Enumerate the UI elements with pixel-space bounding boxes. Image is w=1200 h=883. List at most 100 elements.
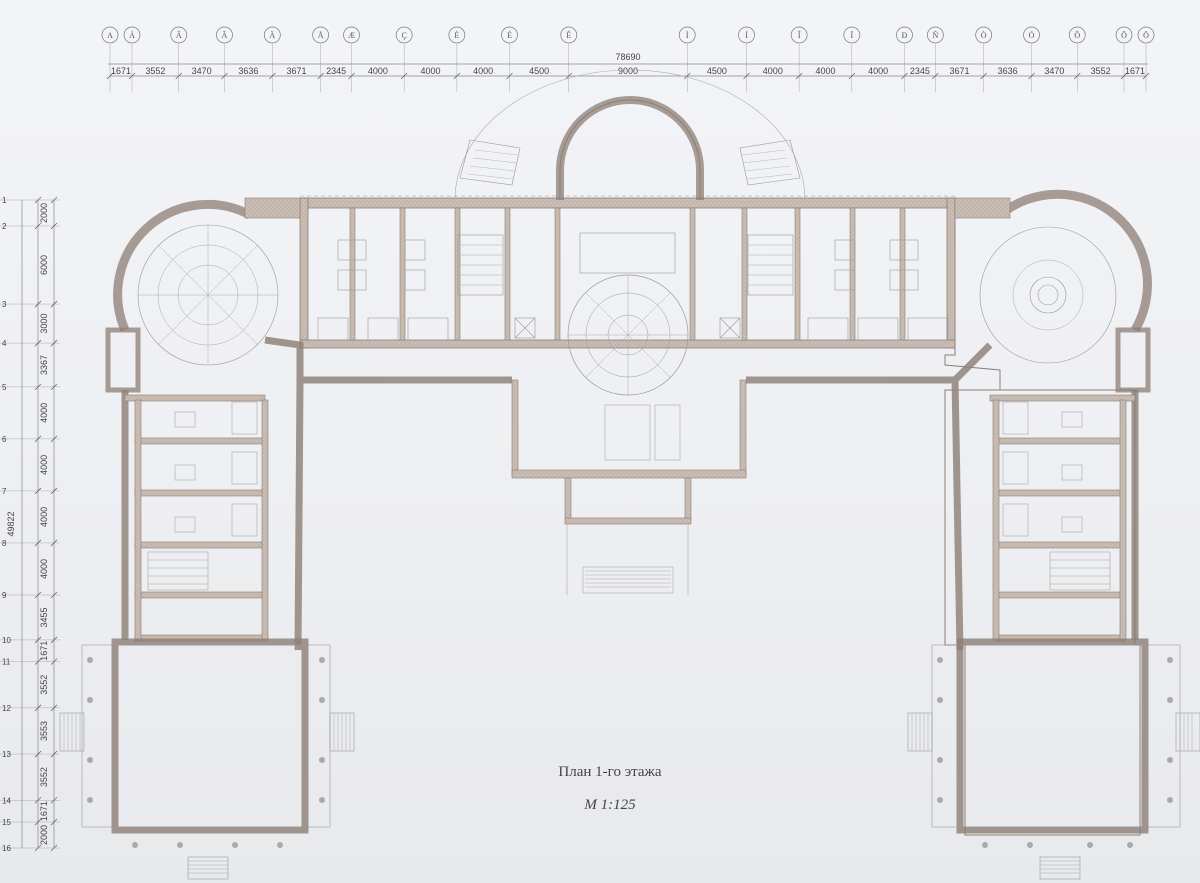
overall-dimension-lines (21, 63, 1148, 848)
row-dimension-value: 4000 (39, 455, 49, 475)
column-axis-label: Ð (902, 31, 908, 40)
column-axis-label: Ê (566, 30, 571, 40)
column-axis-label: Ä (269, 31, 275, 40)
column-dimension-value: 1671 (111, 66, 131, 76)
right-wing-rooms (989, 394, 1136, 642)
column-dimension-value: 3470 (1044, 66, 1064, 76)
column-axis-bubble (448, 26, 466, 44)
column-axis-label: É (507, 30, 512, 40)
row-axis-label: 6 (2, 435, 7, 444)
column-axis-label: Ô (1074, 30, 1080, 40)
column-axis-label: È (454, 30, 459, 40)
column-dimension-value: 3671 (950, 66, 970, 76)
row-axis-label: 3 (2, 300, 7, 309)
row-axis-label: 13 (2, 750, 11, 759)
row-axis-label: 7 (2, 487, 7, 496)
column-axis-label: Ö (1143, 31, 1149, 40)
row-axis-label: 14 (2, 796, 11, 805)
row-dimension-value: 3552 (39, 767, 49, 787)
column-dimension-chain: 1671 3552 3470 3636 3671 2345 4000 4000 4000 4500… (106, 66, 1150, 80)
column-axis-bubble (927, 26, 944, 44)
column-axis-label: Ï (850, 31, 853, 40)
courtyard-walls (121, 336, 1139, 651)
column-axis-label: Í (745, 30, 748, 40)
row-axis-label: 4 (2, 339, 7, 348)
row-dimension-value: 4000 (39, 559, 49, 579)
column-axis-label: Å (318, 31, 324, 40)
column-dimension-value: 2345 (910, 66, 930, 76)
column-axis-bubble (1068, 26, 1086, 44)
column-axis-label: Î (798, 30, 801, 40)
plan-title: План 1-го этажа (558, 764, 662, 780)
title-block: План 1-го этажа М 1:125 (540, 764, 680, 814)
column-dimension-value: 3636 (998, 66, 1018, 76)
column-axis-label: Ã (222, 30, 228, 40)
row-dimension-value: 3552 (39, 675, 49, 695)
column-axis-label: Ì (686, 30, 689, 40)
left-wing-rooms (124, 394, 269, 642)
left-round-hall (105, 197, 301, 393)
column-axis-label: Á (129, 30, 135, 40)
row-axis-label: 16 (2, 844, 11, 853)
row-axis-label: 2 (2, 222, 7, 231)
column-dimension-value: 3552 (145, 66, 165, 76)
right-round-hall (954, 189, 1153, 393)
column-axis-label: Ç (402, 31, 407, 40)
row-dimension-value: 1671 (39, 641, 49, 661)
overall-depth-label: 49822 (6, 511, 16, 536)
column-axis-bubble (170, 26, 188, 44)
row-axis-label: 9 (2, 591, 7, 600)
column-axis-label: Ó (1029, 30, 1035, 40)
column-axis-bubble (1137, 26, 1155, 44)
column-axis-bubble (560, 26, 578, 44)
column-axis-label: Ò (981, 30, 987, 40)
column-axis-label: Õ (1121, 30, 1127, 40)
plan-scale: М 1:125 (584, 797, 636, 813)
row-dimension-value: 6000 (39, 255, 49, 275)
row-dimension-value: 3553 (39, 721, 49, 741)
right-pavilion (907, 638, 1200, 880)
column-axis-label: Æ (348, 31, 355, 40)
column-axis-bubble (843, 26, 861, 44)
column-axis-bubble (395, 26, 413, 44)
overall-width-label: 78690 (615, 52, 640, 62)
column-axis-bubble (1115, 26, 1133, 44)
row-axis-label: 10 (2, 636, 11, 645)
column-dimension-value: 4000 (368, 66, 388, 76)
column-axis-bubble (975, 26, 993, 44)
column-axis-bubble (678, 26, 696, 44)
row-axis-label: 15 (2, 818, 11, 827)
column-axis-bubble (101, 26, 119, 44)
column-dimension-value: 4000 (815, 66, 835, 76)
left-pavilion (59, 638, 355, 880)
central-rotunda (454, 69, 806, 595)
row-dimension-value: 4000 (39, 403, 49, 423)
column-dimension-value: 4000 (763, 66, 783, 76)
row-dimension-value: 4000 (39, 507, 49, 527)
column-dimension-value: 3552 (1091, 66, 1111, 76)
column-axis-bubble (312, 26, 329, 44)
row-dimension-value: 3455 (39, 607, 49, 627)
row-dimension-value: 3367 (39, 355, 49, 375)
column-axis-bubble (343, 26, 360, 44)
column-axis-bubble (123, 26, 141, 44)
column-dimension-value: 4000 (421, 66, 441, 76)
column-axis-bubble (790, 26, 808, 44)
column-axis-bubble (501, 26, 518, 44)
column-dimension-value: 4500 (529, 66, 549, 76)
column-axis-bubble (263, 26, 281, 44)
column-dimension-value: 2345 (326, 66, 346, 76)
row-axis-label: 11 (2, 658, 11, 667)
column-dimension-value: 4500 (707, 66, 727, 76)
column-axis-bubble (896, 26, 913, 44)
row-axis-label: 12 (2, 704, 11, 713)
row-dimension-value: 2000 (39, 825, 49, 845)
column-axis-bubble (216, 26, 233, 44)
column-dimension-value: 4000 (473, 66, 493, 76)
row-dimension-value: 1671 (39, 801, 49, 821)
row-axis-label: 5 (2, 383, 7, 392)
column-axis-label: А (107, 31, 113, 40)
column-axis-label: Ñ (932, 30, 938, 40)
